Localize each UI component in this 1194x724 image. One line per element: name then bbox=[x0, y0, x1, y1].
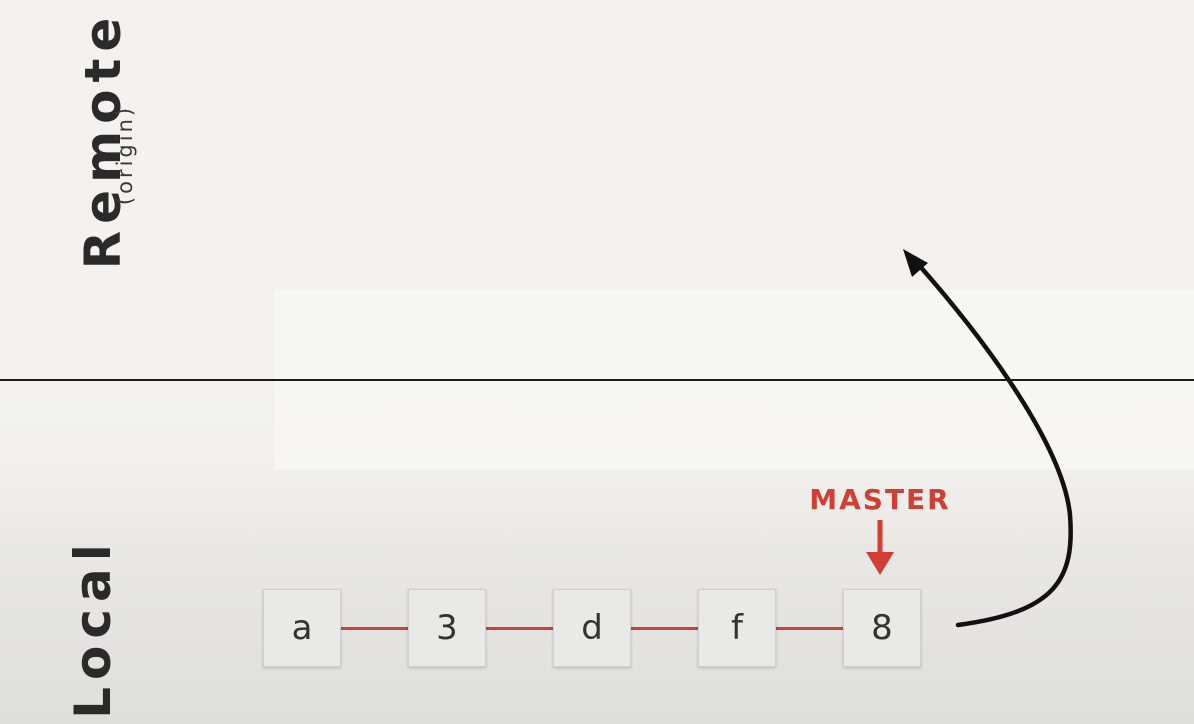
commit-link bbox=[630, 627, 700, 630]
commit-link bbox=[485, 627, 555, 630]
commit-node: 8 bbox=[843, 589, 921, 667]
commit-node: f bbox=[698, 589, 776, 667]
commit-node: 3 bbox=[408, 589, 486, 667]
commit-link bbox=[340, 627, 410, 630]
branch-label: MASTER bbox=[809, 483, 951, 516]
branch-pointer-arrow bbox=[866, 520, 894, 575]
section-divider bbox=[0, 379, 1194, 381]
push-arrow bbox=[903, 249, 1073, 628]
commit-node: d bbox=[553, 589, 631, 667]
commit-node: a bbox=[263, 589, 341, 667]
commit-link bbox=[775, 627, 845, 630]
